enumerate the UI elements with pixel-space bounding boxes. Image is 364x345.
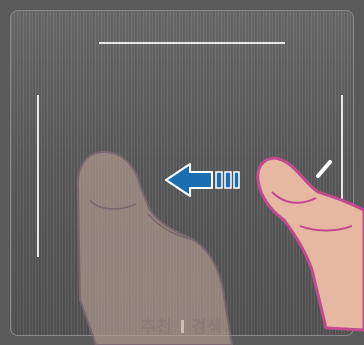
swipe-left-arrow-icon xyxy=(166,164,239,196)
motion-streak xyxy=(318,162,330,176)
swiping-hand-icon xyxy=(258,158,364,330)
